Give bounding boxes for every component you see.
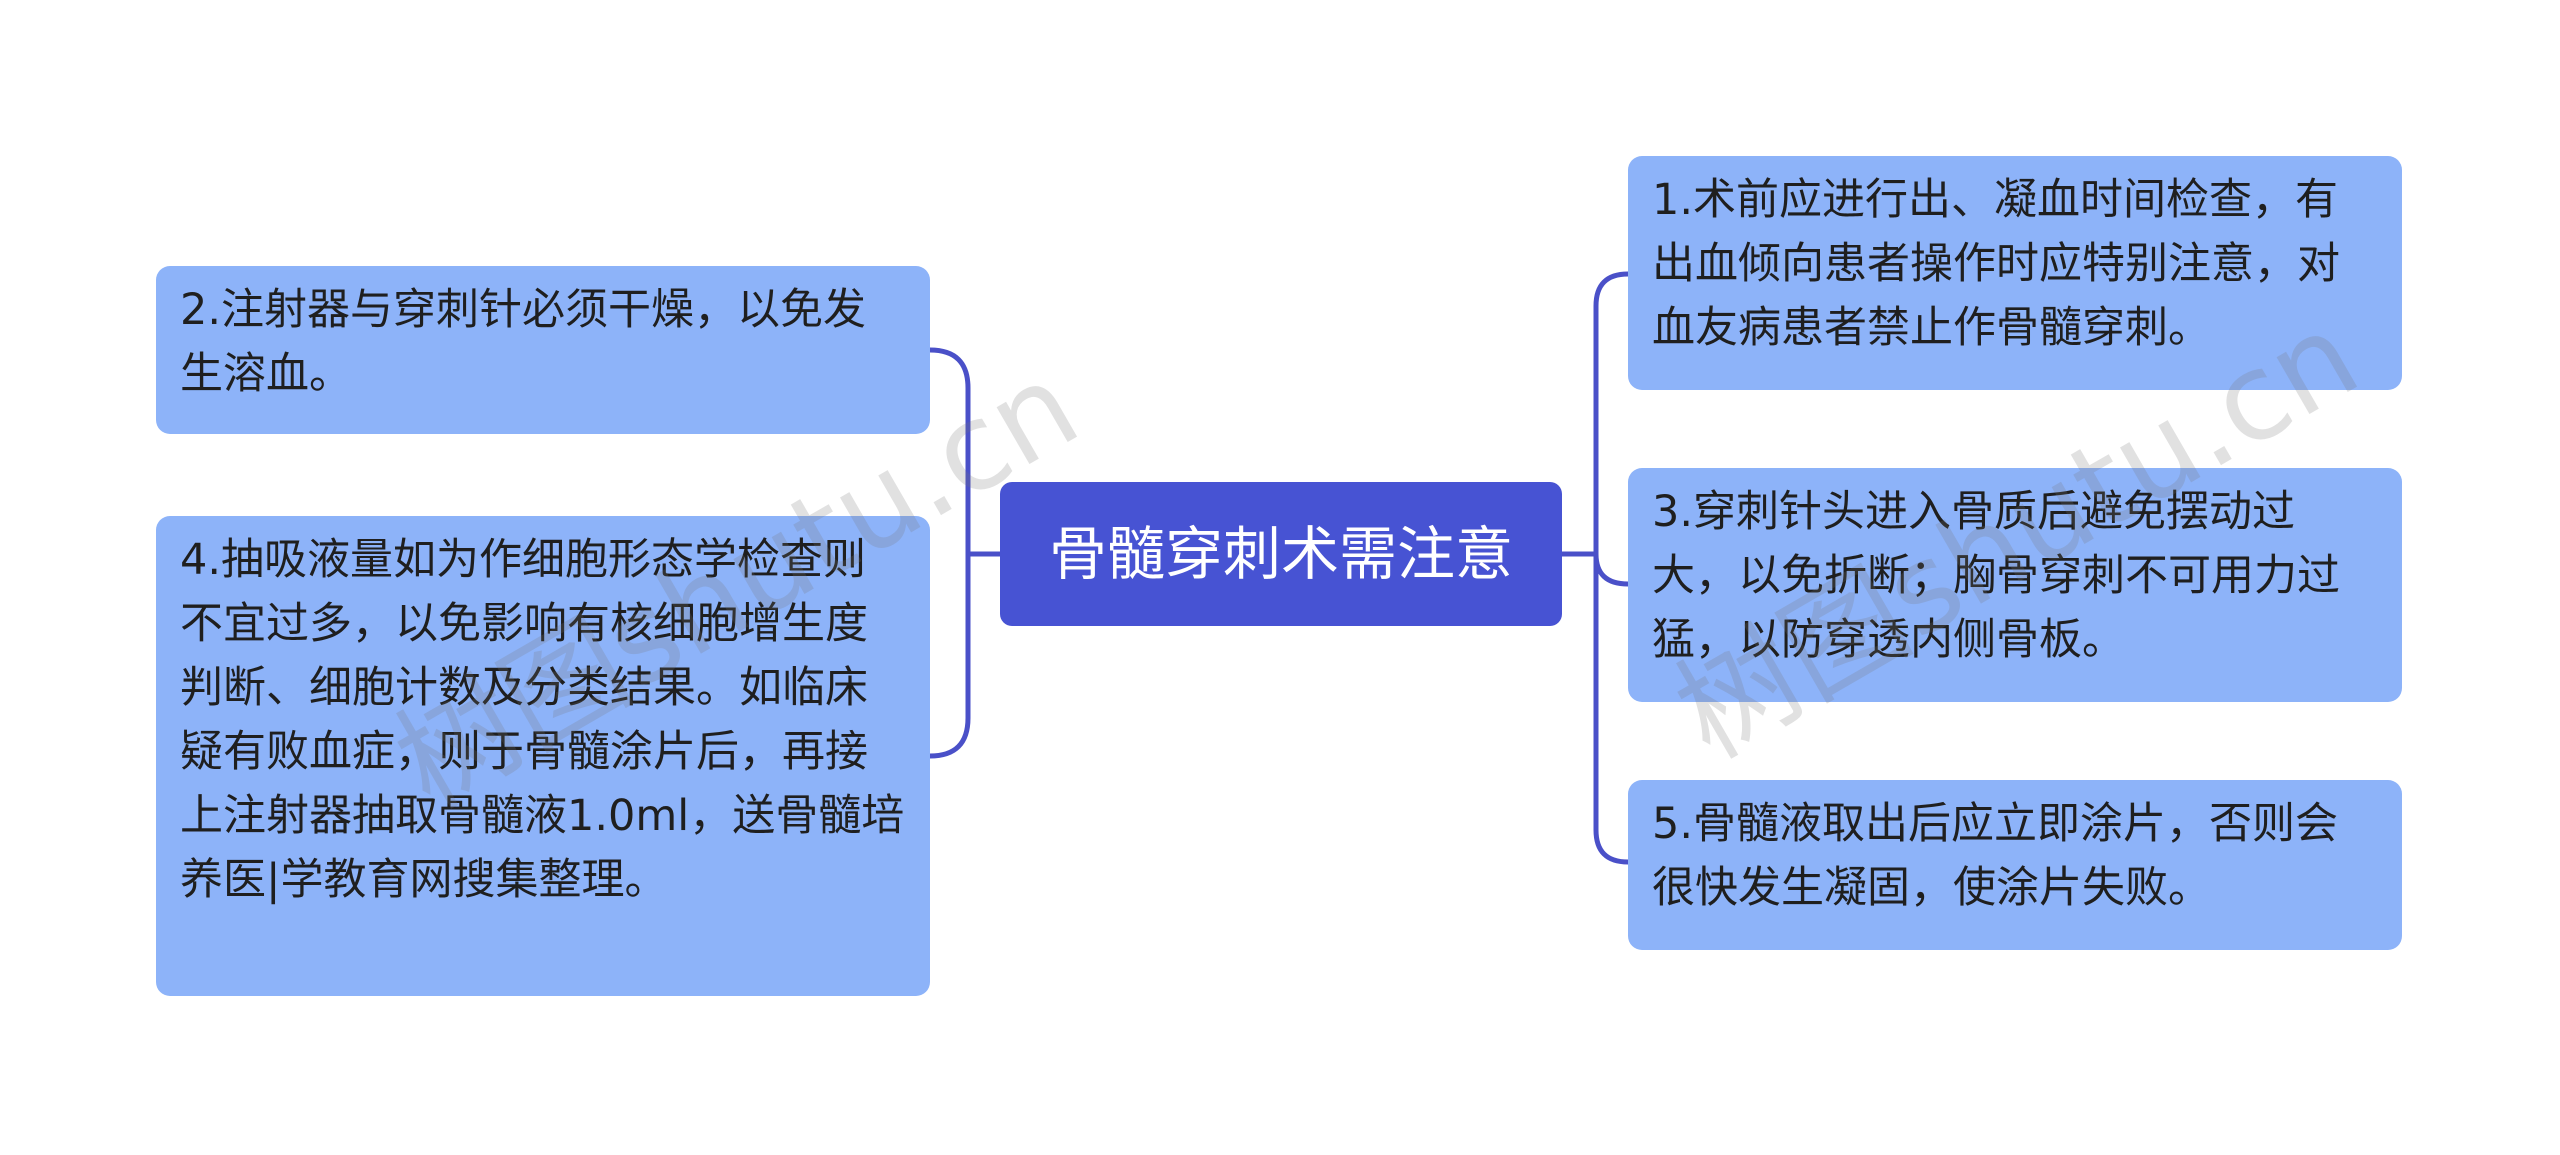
connector-right-branch-3: [1593, 551, 1631, 587]
root-topic[interactable]: 骨髓穿刺术需注意: [1000, 482, 1562, 626]
topic-node-3[interactable]: 3.穿刺针头进入骨质后避免摆动过大，以免折断；胸骨穿刺不可用力过猛，以防穿透内侧…: [1628, 468, 2402, 702]
topic-node-5[interactable]: 5.骨髓液取出后应立即涂片，否则会很快发生凝固，使涂片失败。: [1628, 780, 2402, 950]
topic-node-1[interactable]: 1.术前应进行出、凝血时间检查，有出血倾向患者操作时应特别注意，对血友病患者禁止…: [1628, 156, 2402, 390]
topic-node-2[interactable]: 2.注射器与穿刺针必须干燥，以免发生溶血。: [156, 266, 930, 434]
topic-node-4[interactable]: 4.抽吸液量如为作细胞形态学检查则不宜过多，以免影响有核细胞增生度判断、细胞计数…: [156, 516, 930, 996]
connector-left-trunk: [927, 347, 971, 759]
